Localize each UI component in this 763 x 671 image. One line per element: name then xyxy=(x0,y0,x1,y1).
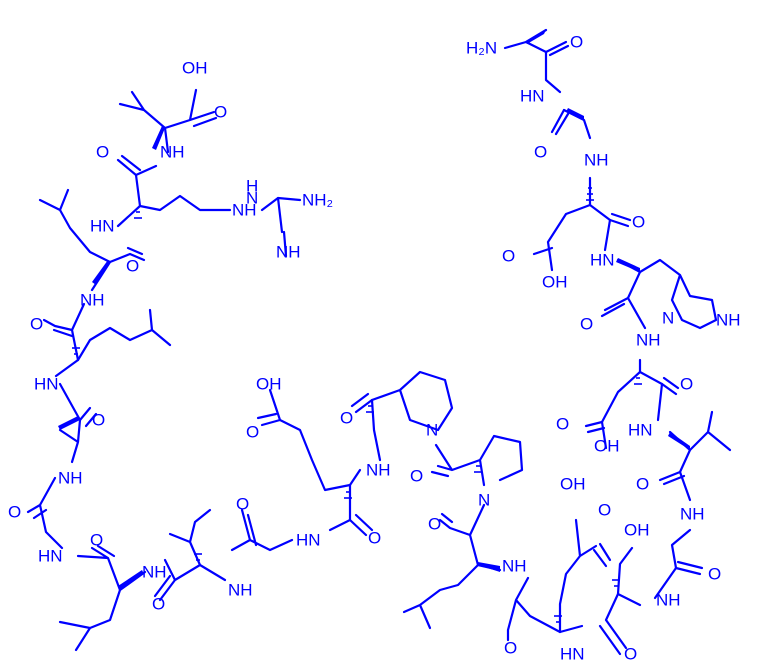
nitrogen-label: N xyxy=(426,421,438,440)
oxygen-label: O xyxy=(246,423,259,442)
amide-nh-label: NH xyxy=(584,151,609,170)
oxygen-label: O xyxy=(126,257,139,276)
amide-nh-label: NH xyxy=(502,557,527,576)
hydroxyl-label: OH xyxy=(542,273,568,292)
amide-nh-label: NH xyxy=(228,581,253,600)
oxygen-label: O xyxy=(570,33,583,52)
wedge-bond xyxy=(566,108,584,120)
oxygen-label: O xyxy=(708,565,721,584)
oxygen-label: O xyxy=(90,531,103,550)
wedge-bond xyxy=(118,570,144,590)
guanidine-n-label: N xyxy=(246,189,258,208)
oxygen-label: O xyxy=(410,467,423,486)
oxygen-label: O xyxy=(632,213,645,232)
hydroxyl-label: OH xyxy=(624,521,650,540)
oxygen-label: O xyxy=(152,595,165,614)
wedge-bond xyxy=(92,260,110,285)
oxygen-label: O xyxy=(8,503,21,522)
hydroxyl-label: OH xyxy=(594,437,620,456)
amide-nh-label: HN xyxy=(90,217,115,236)
oxygen-label: O xyxy=(428,515,441,534)
wedge-bond xyxy=(58,416,80,430)
hydroxyl-label: OH xyxy=(560,475,586,494)
stereo-bond-layer xyxy=(58,30,690,623)
amide-nh-label: NH xyxy=(160,143,185,162)
guanidine-h-label: H xyxy=(246,177,258,196)
guanidine-nh2-label: NH₂ xyxy=(302,191,333,210)
oxygen-label: O xyxy=(636,475,649,494)
amine-label: H₂N xyxy=(466,39,497,58)
amide-nh-label: NH xyxy=(58,469,83,488)
amide-nh-label: HN xyxy=(560,645,585,664)
oxygen-label: O xyxy=(30,315,43,334)
wedge-bond xyxy=(526,30,546,44)
amide-nh-label: NH xyxy=(366,461,391,480)
wedge-bond xyxy=(616,258,640,272)
oxygen-label: O xyxy=(556,415,569,434)
bond-layer xyxy=(26,28,732,656)
wedge-bond xyxy=(478,562,500,572)
guanidine-imine-label: NH xyxy=(276,243,301,262)
wedge-bond xyxy=(152,126,165,150)
amide-nh-label: HN xyxy=(38,547,63,566)
oxygen-label: O xyxy=(580,315,593,334)
amide-nh-label: NH xyxy=(656,591,681,610)
oxygen-label: O xyxy=(340,409,353,428)
amide-nh-label: NH xyxy=(636,331,661,350)
amide-nh-label: NH xyxy=(716,311,741,330)
hydroxyl-label: OH xyxy=(256,375,282,394)
atom-label-layer: H₂N O HN O NH O HN O OH N NH O NH O O OH… xyxy=(8,33,741,664)
amide-nh-label: NH xyxy=(232,201,257,220)
oxygen-label: O xyxy=(680,375,693,394)
oxygen-label: O xyxy=(368,529,381,548)
nitrogen-label: N xyxy=(662,309,674,328)
nitrogen-label: N xyxy=(478,491,490,510)
amide-nh-label: NH xyxy=(142,563,167,582)
amide-nh-label: HN xyxy=(628,421,653,440)
oxygen-label: O xyxy=(214,103,227,122)
amide-nh-label: HN xyxy=(520,87,545,106)
oxygen-label: O xyxy=(504,639,517,658)
amide-nh-label: NH xyxy=(80,291,105,310)
oxygen-label: O xyxy=(624,645,637,664)
oxygen-label: O xyxy=(598,501,611,520)
amide-nh-label: HN xyxy=(34,375,59,394)
hash-bond xyxy=(72,187,642,623)
oxygen-label: O xyxy=(236,495,249,514)
oxygen-label: O xyxy=(96,143,109,162)
oxygen-label: O xyxy=(92,411,105,430)
wedge-bond xyxy=(668,432,690,450)
hydroxyl-label: OH xyxy=(182,59,208,78)
oxygen-label: O xyxy=(502,247,515,266)
oxygen-label: O xyxy=(534,143,547,162)
amide-nh-label: HN xyxy=(590,251,615,270)
amide-nh-label: HN xyxy=(296,531,321,550)
amide-nh-label: NH xyxy=(680,505,705,524)
